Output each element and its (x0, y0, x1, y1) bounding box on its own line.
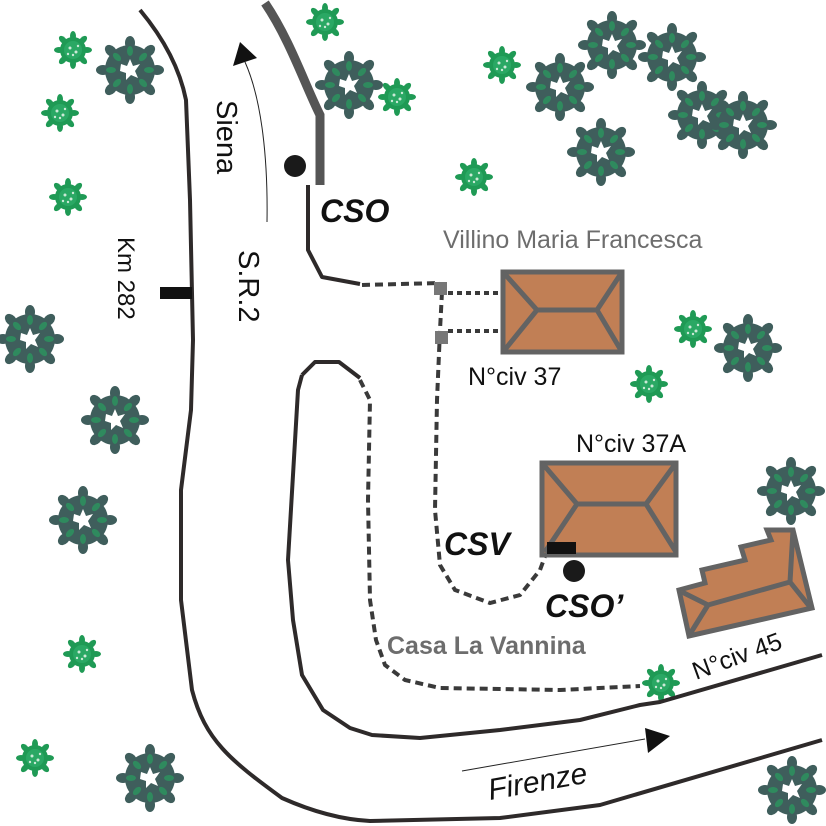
civic-label-37a: N°civ 37A (576, 430, 686, 458)
tree-icon (16, 739, 54, 777)
road-label-sr2: S.R.2 (232, 250, 264, 323)
tree-icon (757, 457, 825, 525)
civic-label-37: N°civ 37 (468, 363, 561, 391)
cso-prime-marker-icon[interactable] (563, 560, 585, 582)
tree-icon (638, 23, 706, 91)
building-civ-45[interactable] (676, 527, 816, 639)
tree-icon (714, 314, 782, 382)
path-to-villino (361, 281, 441, 287)
tree-icon (41, 94, 79, 132)
cso-prime-label: CSO’ (545, 588, 624, 624)
building-civ-37a[interactable] (539, 460, 679, 558)
tree-icon (567, 118, 635, 186)
cso-marker-icon[interactable] (284, 155, 306, 177)
path-to-vannina (358, 379, 641, 693)
csv-label: CSV (444, 526, 512, 562)
place-name-vannina: Casa La Vannina (387, 632, 587, 660)
road-edge-outer (138, 8, 823, 823)
tree-icon (116, 744, 184, 812)
civic-label-45: N°civ 45 (688, 627, 785, 685)
tree-icon (526, 53, 594, 121)
trees (0, 3, 826, 824)
gate-icon (434, 282, 447, 295)
place-name-villino: Villino Maria Francesca (443, 226, 702, 254)
cso-label: CSO (320, 193, 389, 229)
tree-icon (96, 36, 164, 104)
direction-label-siena: Siena (210, 100, 242, 175)
firenze-arrow-icon (461, 728, 670, 772)
siena-arrow-icon (233, 42, 268, 223)
tree-icon (49, 486, 117, 554)
tree-icon (49, 178, 87, 216)
side-road (306, 185, 361, 286)
tree-icon (758, 756, 826, 824)
tree-icon (54, 31, 92, 69)
tree-icon (0, 305, 64, 373)
road-sr2 (138, 8, 823, 823)
building-civ-37[interactable] (500, 269, 625, 355)
tree-icon (455, 158, 493, 196)
path-to-37A (432, 291, 550, 606)
tree-icon (630, 365, 668, 403)
tree-icon (674, 310, 712, 348)
gate-paths (448, 291, 500, 333)
road-edge-inner (286, 374, 823, 740)
road-barrier (261, 0, 325, 185)
tree-icon (315, 51, 383, 119)
tree-icon (378, 78, 416, 116)
csv-marker-icon[interactable] (547, 542, 576, 554)
tree-icon (709, 91, 777, 159)
tree-icon (63, 635, 101, 673)
gate-icon (435, 331, 448, 344)
tree-icon (483, 46, 521, 84)
km-marker-label: Km 282 (112, 237, 139, 320)
paths (358, 281, 641, 693)
km-marker-icon (160, 287, 192, 299)
tree-icon (578, 11, 646, 79)
road-edge-inner-cap (300, 360, 362, 380)
tree-icon (81, 386, 149, 454)
tree-icon (306, 3, 344, 41)
